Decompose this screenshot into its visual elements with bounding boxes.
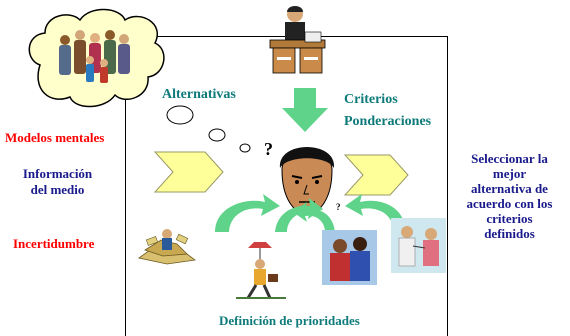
thought-cloud	[28, 8, 165, 108]
seleccionar-line6: definidos	[484, 226, 535, 241]
informacion-line2: del medio	[30, 182, 85, 197]
thought-bubbles	[166, 105, 251, 153]
seleccionar-line3: alternativa de	[471, 181, 548, 196]
informacion-line1: Información	[22, 166, 93, 181]
svg-text:?: ?	[264, 139, 273, 159]
walking-man-icon	[236, 242, 286, 299]
down-arrow	[282, 88, 328, 132]
label-incertidumbre: Incertidumbre	[13, 236, 95, 251]
seleccionar-line4: acuerdo con los	[466, 196, 553, 211]
seleccionar-line2: mejor	[492, 166, 527, 181]
doctor-icon	[391, 218, 446, 273]
label-informacion: Información del medio	[10, 166, 105, 198]
seleccionar-line5: criterios	[486, 211, 533, 226]
label-seleccionar: Seleccionar la mejor alternativa de acue…	[452, 151, 567, 241]
label-criterios: Criterios	[344, 92, 398, 107]
desk-worker-icon	[269, 6, 326, 74]
two-women-icon	[322, 230, 377, 285]
thinking-head-icon: ? ?	[264, 139, 341, 215]
label-ponderaciones: Ponderaciones	[344, 114, 432, 129]
label-modelos-mentales: Modelos mentales	[5, 130, 105, 145]
money-pile-icon	[138, 229, 197, 265]
input-chevron	[153, 151, 224, 193]
output-chevron	[343, 154, 409, 196]
label-definicion-prioridades: Definición de prioridades	[219, 313, 360, 328]
svg-text:?: ?	[336, 202, 341, 212]
label-alternativas: Alternativas	[162, 87, 236, 102]
curved-arrows	[215, 194, 405, 232]
seleccionar-line1: Seleccionar la	[471, 151, 548, 166]
crowd-icon	[59, 30, 130, 83]
